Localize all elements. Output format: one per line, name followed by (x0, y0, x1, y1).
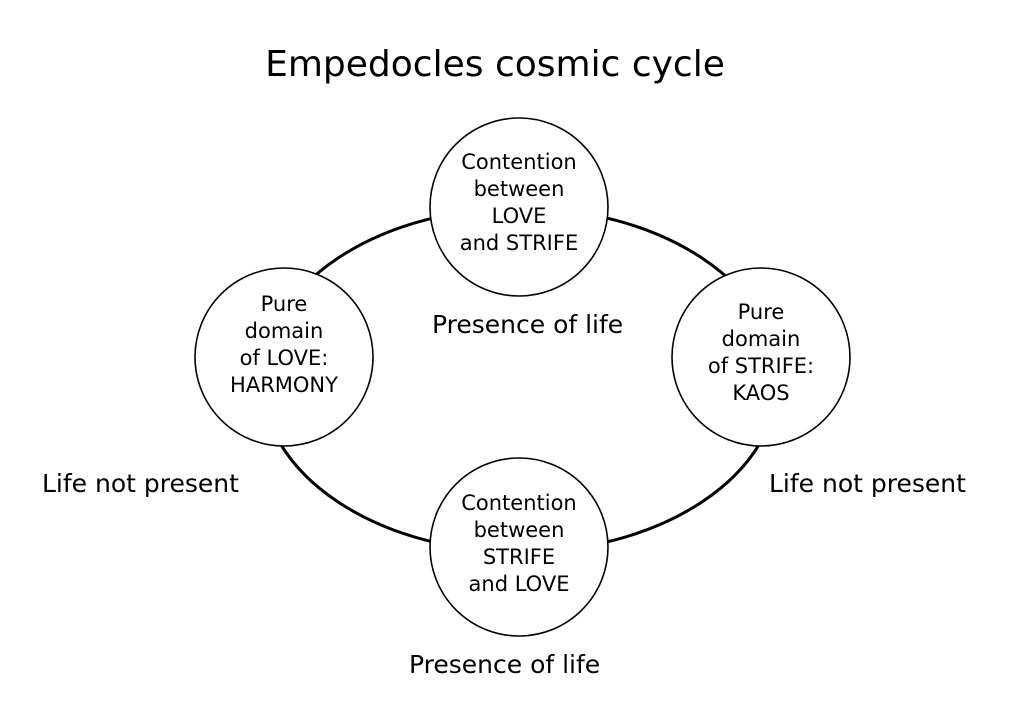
node-line: Pure (737, 300, 785, 324)
node-bottom-circle (429, 457, 609, 637)
label-left: Life not present (42, 469, 239, 498)
node-bottom-text: Contention between STRIFE and LOVE (434, 490, 604, 598)
node-line: between (473, 518, 565, 542)
node-line: of STRIFE: (707, 354, 815, 378)
label-right: Life not present (769, 469, 966, 498)
node-line: KAOS (732, 381, 790, 405)
node-top-circle (429, 117, 609, 297)
node-line: LOVE (491, 204, 547, 228)
node-line: HARMONY (230, 373, 338, 397)
diagram-title: Empedocles cosmic cycle (265, 44, 725, 85)
node-right-circle (671, 267, 851, 447)
node-line: domain (721, 327, 801, 351)
node-left-text: Pure domain of LOVE: HARMONY (199, 291, 369, 399)
node-line: domain (244, 319, 324, 343)
node-line: Pure (260, 292, 308, 316)
node-line: Contention (461, 491, 577, 515)
node-line: between (473, 177, 565, 201)
label-bottom: Presence of life (409, 650, 601, 679)
label-top: Presence of life (432, 310, 624, 339)
node-right-text: Pure domain of STRIFE: KAOS (676, 299, 846, 407)
node-line: and STRIFE (459, 231, 579, 255)
node-top-text: Contention between LOVE and STRIFE (434, 149, 604, 257)
node-line: Contention (461, 150, 577, 174)
node-line: STRIFE (482, 545, 556, 569)
node-line: and LOVE (468, 572, 570, 596)
node-left-circle (194, 267, 374, 447)
node-line: of LOVE: (239, 346, 329, 370)
